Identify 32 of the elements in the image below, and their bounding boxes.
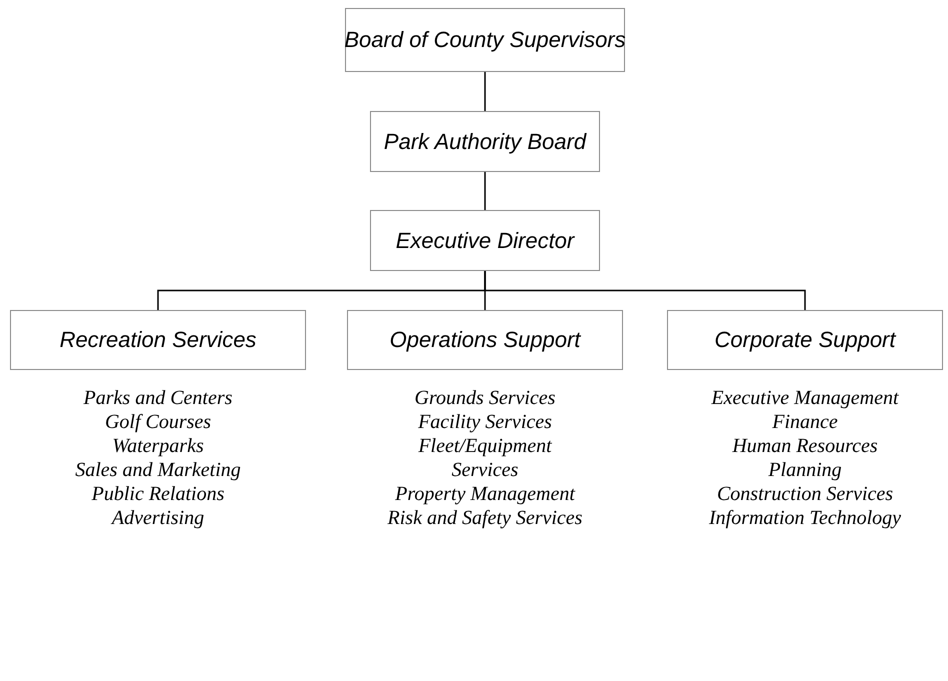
box-title: Board of County Supervisors [344,27,626,53]
box-title: Park Authority Board [384,128,586,154]
org-box [667,310,943,370]
unit-name: Fleet/Equipment Services [417,434,553,482]
connector-line [484,72,486,111]
connector-line [484,172,486,210]
unit-name: Advertising [112,506,204,530]
org-box [370,111,600,172]
org-box [370,210,600,271]
unit-name: Property Management [395,482,575,506]
unit-name: Risk and Safety Services [388,506,582,530]
unit-name: Construction Services [716,482,894,506]
box-title: Executive Director [396,228,574,254]
unit-name: Waterparks [112,434,204,458]
unit-name: Human Resources [732,434,878,458]
unit-name: Information Technology [708,506,902,530]
unit-name: Golf Courses [104,410,212,434]
org-box [345,8,625,72]
connector-line [484,271,806,310]
unit-name: Sales and Marketing [75,458,241,482]
unit-name: Public Relations [92,482,224,506]
unit-name: Facility Services [418,410,552,434]
box-title: Recreation Services [60,327,256,353]
unit-name: Planning [768,458,842,482]
unit-name: Finance [772,410,838,434]
org-box [10,310,306,370]
box-title: Corporate Support [714,327,896,353]
box-title: Operations Support [390,327,580,353]
unit-name: Executive Management [711,386,899,410]
unit-name: Grounds Services [414,386,556,410]
org-box [347,310,623,370]
unit-name: Parks and Centers [84,386,232,410]
